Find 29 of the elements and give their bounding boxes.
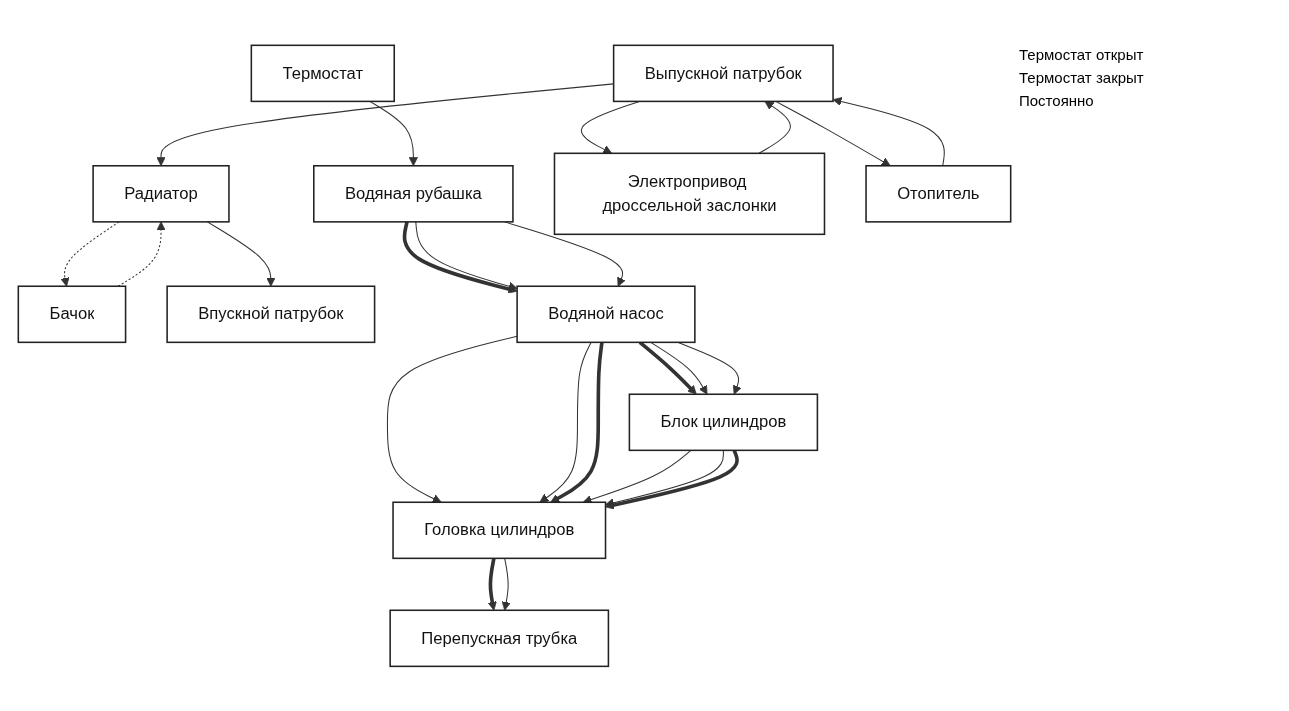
arrow xyxy=(501,557,511,611)
legend-text: Термостат закрыт xyxy=(1019,69,1144,86)
node-box: Термостат xyxy=(250,44,395,102)
legend-text: Термостат открыт xyxy=(1019,46,1144,63)
arrow xyxy=(487,557,497,611)
arrow xyxy=(550,341,604,503)
node-box: Перепускная трубка xyxy=(389,609,610,667)
arrow xyxy=(206,221,276,287)
arrow xyxy=(775,100,891,166)
arrow xyxy=(539,341,592,503)
node-box: Водяной насос xyxy=(516,285,696,343)
arrow xyxy=(650,341,708,395)
arrow xyxy=(605,449,724,507)
node-box: Блок цилиндров xyxy=(628,393,819,451)
node-box: Головка цилиндров xyxy=(392,501,607,559)
node-box: Выпускной патрубок xyxy=(612,44,834,102)
arrow xyxy=(369,100,418,166)
node-box: Впускной патрубок xyxy=(166,285,376,343)
arrow xyxy=(580,100,640,154)
arrow xyxy=(386,335,518,503)
node-box: Водяная рубашка xyxy=(313,164,514,223)
legend-text: Постоянно xyxy=(1019,92,1094,109)
node-box: Бачок xyxy=(17,285,127,343)
arrow xyxy=(832,96,945,166)
arrow xyxy=(605,449,739,510)
node-box: Отопитель xyxy=(865,164,1012,223)
arrow xyxy=(677,341,742,395)
node-box: Радиатор xyxy=(92,164,230,223)
node-box: Электропривод дроссельной заслонки xyxy=(553,152,826,235)
